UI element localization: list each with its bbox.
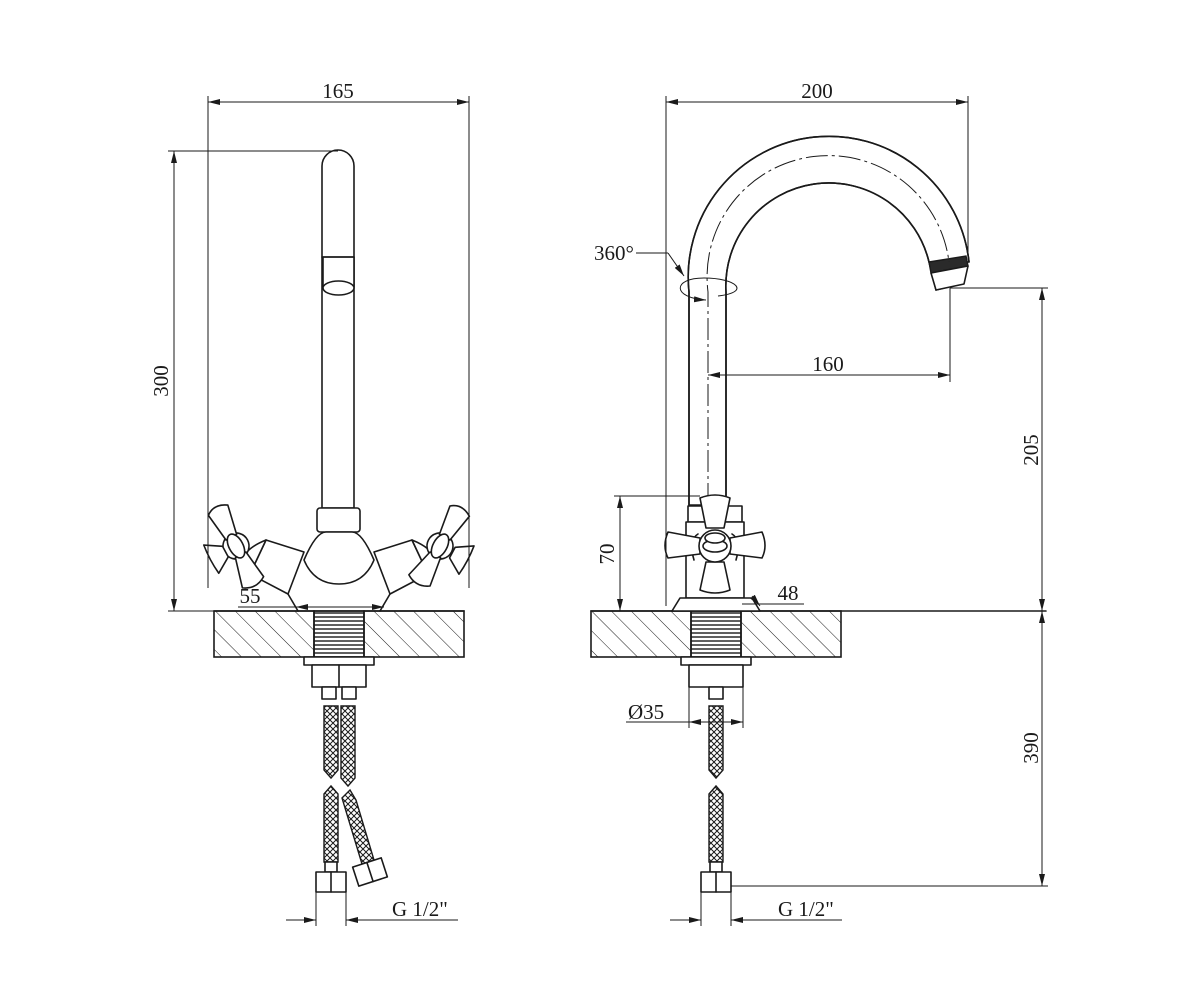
side-rotation-label: 360° xyxy=(594,241,634,265)
front-height-dimension: 300 xyxy=(149,150,338,612)
front-thread-dimension: G 1/2" xyxy=(286,892,458,926)
side-base-label: 48 xyxy=(778,581,799,605)
side-reach-dimension: 160 xyxy=(708,288,951,382)
side-thread-dimension: G 1/2" xyxy=(670,892,842,926)
side-thread-label: G 1/2" xyxy=(778,897,834,921)
front-spacing-label: 55 xyxy=(240,584,261,608)
side-rotation-indicator: 360° xyxy=(594,241,738,303)
side-diameter-dimension: Ø35 xyxy=(626,687,744,728)
side-spout-height-label: 205 xyxy=(1019,434,1043,466)
front-right-cross-handle xyxy=(408,504,475,587)
front-hoses xyxy=(315,705,389,893)
front-spout xyxy=(321,149,355,509)
side-reach-label: 160 xyxy=(812,352,844,376)
side-width-label: 200 xyxy=(801,79,833,103)
side-gooseneck-spout xyxy=(687,135,970,506)
front-faucet-body xyxy=(303,507,375,585)
front-spacing-dimension: 55 xyxy=(238,584,384,610)
front-width-dimension: 165 xyxy=(207,79,470,588)
front-countertop xyxy=(213,610,465,658)
side-base-dimension: 48 xyxy=(742,581,804,607)
front-left-cross-handle xyxy=(202,504,265,589)
side-hose-length-dimension: 390 xyxy=(731,611,1048,887)
front-view: 165 300 55 G 1/2" xyxy=(149,79,475,926)
front-height-label: 300 xyxy=(149,365,173,397)
side-diameter-label: Ø35 xyxy=(628,700,664,724)
side-handle-height-dimension: 70 xyxy=(595,495,700,611)
side-width-dimension: 200 xyxy=(665,79,969,606)
side-mounting-nut xyxy=(680,656,752,700)
side-hose-length-label: 390 xyxy=(1019,732,1043,764)
side-hose xyxy=(700,705,732,893)
front-width-label: 165 xyxy=(322,79,354,103)
front-thread-label: G 1/2" xyxy=(392,897,448,921)
front-mounting-nut xyxy=(303,656,375,700)
side-cross-handle xyxy=(664,494,766,594)
side-countertop xyxy=(590,610,1047,658)
front-base xyxy=(287,593,391,612)
side-handle-height-label: 70 xyxy=(595,544,619,565)
side-view: 360° xyxy=(590,79,1048,926)
side-spout-height-dimension: 205 xyxy=(950,287,1048,611)
